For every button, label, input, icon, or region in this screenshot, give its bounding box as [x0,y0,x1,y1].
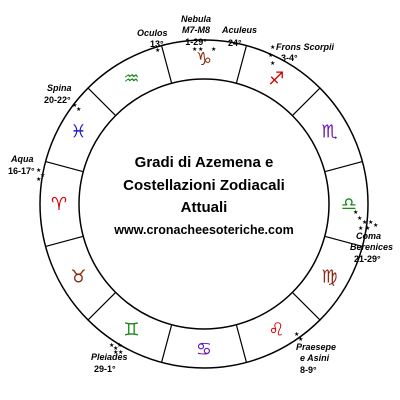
star-name-coma-line-2: Berenices [350,242,393,252]
libra-glyph-icon: ♎ [341,194,357,215]
star-degrees-praesepe: 8-9° [300,365,317,375]
star-icon: ★ [270,60,275,67]
star-name-praesepe-line-1: Praesepe [296,342,336,352]
star-name-coma-line-1: Coma [356,231,381,241]
sector-divider [45,160,84,173]
star-name-praesepe-line-2: e Asini [300,353,330,363]
capricorn-glyph-icon: ♑ [196,49,212,70]
star-icon: ★ [353,209,358,216]
star-icon: ★ [113,349,118,356]
star-icon: ★ [373,222,378,229]
star-degrees-pleiades: 29-1° [94,364,116,374]
star-icon: ★ [298,336,303,343]
star-markers: ★ ★ ★ ★ ★ ★ ★ ★ ★ ★ ★ ★ ★ ★ ★ ★ ★ ★ ★ ★ … [36,44,378,356]
star-icon: ★ [357,215,362,222]
star-icon: ★ [36,167,41,174]
sector-divider [87,291,117,321]
star-degrees-spina: 20-22° [44,95,71,105]
star-label-nebula: Nebula M7-M8 1-29° [181,14,211,47]
scorpio-glyph-icon: ♏ [322,122,338,143]
star-icon: ★ [270,44,275,51]
star-label-pleiades: Pleiades 29-1° [91,352,128,374]
star-icon: ★ [72,102,77,109]
star-icon: ★ [109,342,114,349]
inner-ring [78,78,330,330]
sector-divider [324,160,363,173]
star-name-aqua: Aqua [10,154,34,164]
star-icon: ★ [198,46,203,53]
star-icon: ★ [211,46,216,53]
sector-divider [87,87,117,117]
aquarius-glyph-icon: ♒ [123,68,139,89]
sagittarius-glyph-icon: ♐ [268,68,284,89]
star-label-frons-scorpii: Frons Scorpii 3-4° [276,42,335,63]
star-degrees-aqua: 16-17° [8,166,35,176]
star-label-spina: Spina 20-22° [44,83,72,105]
star-name-nebula-line-2: M7-M8 [182,25,210,35]
star-label-oculos: Oculos 13° [137,28,168,49]
virgo-glyph-icon: ♍ [322,267,338,288]
sector-divider [235,45,248,84]
star-degrees-nebula: 1-29° [185,37,207,47]
star-icon: ★ [368,219,373,226]
sector-divider [291,291,321,321]
star-name-frons-scorpii: Frons Scorpii [276,42,335,52]
star-label-aqua: Aqua 16-17° [8,154,35,176]
sign-glyphs: ♐ ♏ ♎ ♍ ♌ ♋ ♊ ♉ ♈ ♓ ♒ ♑ [51,49,357,360]
star-label-coma-berenices: Coma Berenices 21-29° [350,231,393,264]
sector-divider [45,235,84,248]
star-icon: ★ [358,225,363,232]
sector-divider [160,324,173,363]
center-title-line-3: Attuali [181,199,228,216]
star-name-oculos: Oculos [137,28,168,38]
star-name-pleiades: Pleiades [91,352,128,362]
star-icon: ★ [294,331,299,338]
center-title-line-1: Gradi di Azemena e [135,154,274,171]
center-title-line-2: Costellazioni Zodiacali [123,177,285,194]
star-icon: ★ [362,219,367,226]
star-icon: ★ [268,52,273,59]
gemini-glyph-icon: ♊ [123,320,139,341]
taurus-glyph-icon: ♉ [70,267,86,288]
star-degrees-aculeus: 24° [228,38,242,48]
star-icon: ★ [117,342,122,349]
star-degrees-oculos: 13° [150,39,164,49]
sector-divider [160,45,173,84]
sector-divider [291,87,321,117]
star-icon: ★ [118,349,123,356]
star-name-spina: Spina [47,83,72,93]
center-url[interactable]: www.cronacheesoteriche.com [113,223,293,237]
star-icon: ★ [76,106,81,113]
aries-glyph-icon: ♈ [51,194,67,215]
star-name-aculeus: Aculeus [221,25,257,35]
star-icon: ★ [113,345,118,352]
cancer-glyph-icon: ♋ [196,339,212,360]
sector-divider [324,235,363,248]
star-label-praesepe: Praesepe e Asini 8-9° [296,342,336,375]
star-degrees-coma-berenices: 21-29° [354,254,381,264]
star-name-nebula-line-1: Nebula [181,14,211,24]
star-icon: ★ [40,172,45,179]
star-icon: ★ [36,176,41,183]
leo-glyph-icon: ♌ [268,320,284,341]
pisces-glyph-icon: ♓ [70,122,86,143]
outer-ring [39,39,369,369]
sector-divider [235,324,248,363]
star-degrees-frons-scorpii: 3-4° [281,53,298,63]
star-icon: ★ [155,47,160,54]
sector-dividers [45,45,363,363]
star-icon: ★ [365,225,370,232]
star-icon: ★ [192,46,197,53]
star-label-aculeus: Aculeus 24° [221,25,257,48]
